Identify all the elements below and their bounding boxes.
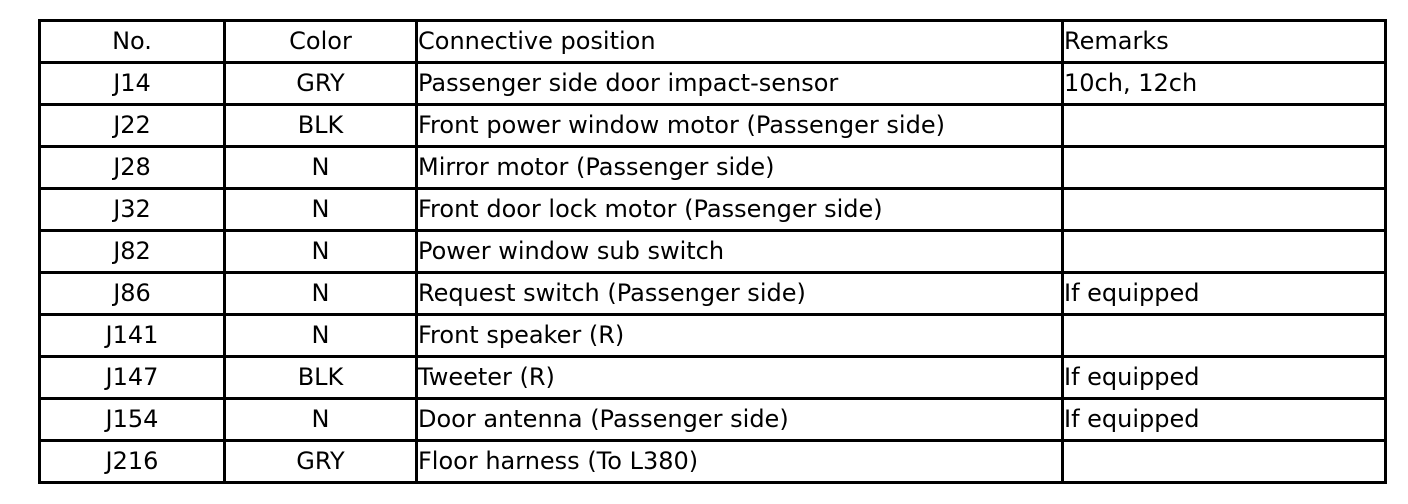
cell-remarks <box>1061 145 1387 190</box>
cell-connective-position: Request switch (Passenger side) <box>415 271 1064 316</box>
cell-remarks <box>1061 103 1387 148</box>
cell-no: J32 <box>38 187 226 232</box>
table-header-row: No. Color Connective position Remarks <box>38 19 1387 64</box>
cell-connective-position: Front speaker (R) <box>415 313 1064 358</box>
cell-no: J28 <box>38 145 226 190</box>
cell-color: N <box>223 397 418 442</box>
cell-color: N <box>223 187 418 232</box>
cell-connective-position: Power window sub switch <box>415 229 1064 274</box>
cell-remarks: If equipped <box>1061 397 1387 442</box>
column-header-no: No. <box>38 19 226 64</box>
cell-color: GRY <box>223 61 418 106</box>
cell-connective-position: Passenger side door impact-sensor <box>415 61 1064 106</box>
cell-color: N <box>223 271 418 316</box>
cell-remarks <box>1061 229 1387 274</box>
cell-color: N <box>223 229 418 274</box>
cell-connective-position: Tweeter (R) <box>415 355 1064 400</box>
cell-connective-position: Mirror motor (Passenger side) <box>415 145 1064 190</box>
cell-connective-position: Front power window motor (Passenger side… <box>415 103 1064 148</box>
cell-remarks <box>1061 313 1387 358</box>
cell-remarks <box>1061 439 1387 484</box>
table-header: No. Color Connective position Remarks <box>38 19 1387 64</box>
cell-no: J154 <box>38 397 226 442</box>
cell-no: J216 <box>38 439 226 484</box>
cell-connective-position: Front door lock motor (Passenger side) <box>415 187 1064 232</box>
cell-connective-position: Floor harness (To L380) <box>415 439 1064 484</box>
cell-no: J22 <box>38 103 226 148</box>
column-header-connective-position: Connective position <box>415 19 1064 64</box>
cell-no: J147 <box>38 355 226 400</box>
connector-position-table: No. Color Connective position Remarks J1… <box>38 19 1387 484</box>
cell-no: J141 <box>38 313 226 358</box>
cell-remarks: If equipped <box>1061 355 1387 400</box>
cell-color: N <box>223 313 418 358</box>
cell-no: J14 <box>38 61 226 106</box>
cell-remarks <box>1061 187 1387 232</box>
cell-color: BLK <box>223 355 418 400</box>
cell-color: N <box>223 145 418 190</box>
cell-no: J82 <box>38 229 226 274</box>
cell-remarks: If equipped <box>1061 271 1387 316</box>
column-header-color: Color <box>223 19 418 64</box>
column-header-remarks: Remarks <box>1061 19 1387 64</box>
cell-color: GRY <box>223 439 418 484</box>
cell-no: J86 <box>38 271 226 316</box>
cell-color: BLK <box>223 103 418 148</box>
cell-connective-position: Door antenna (Passenger side) <box>415 397 1064 442</box>
cell-remarks: 10ch, 12ch <box>1061 61 1387 106</box>
